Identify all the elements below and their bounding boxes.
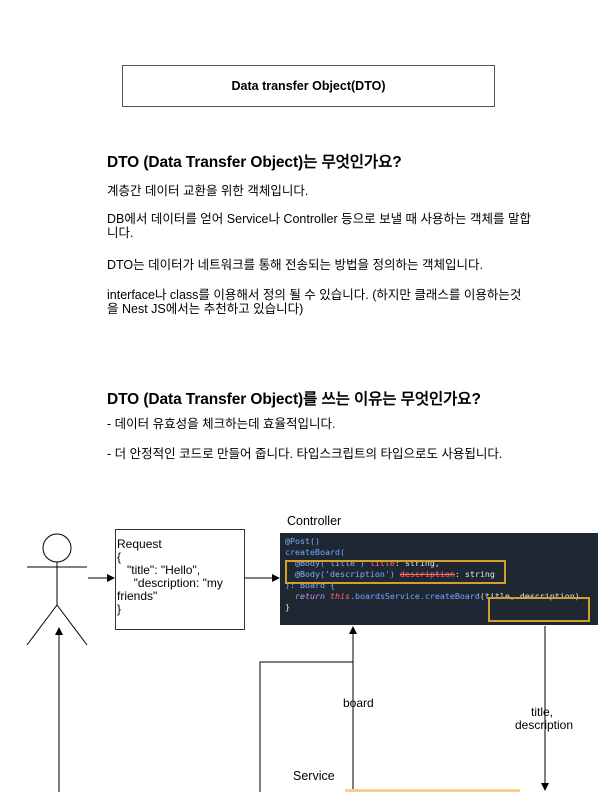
board-label: board [343, 696, 374, 710]
highlight-body-params [285, 560, 506, 584]
request-line-3: "title": "Hello", [117, 563, 201, 577]
code-line-3: @Body('title') title: string, [295, 558, 440, 568]
highlight-call-args [488, 597, 590, 622]
section2-paragraph-2: - 더 안정적인 코드로 만들어 줍니다. 타입스크립트의 타입으로도 사용됩니… [107, 447, 503, 461]
request-line-2: { [117, 550, 122, 564]
request-line-6: } [117, 602, 122, 616]
section1-paragraph-4: interface나 class를 이용해서 정의 될 수 있습니다. (하지만… [107, 288, 522, 316]
request-line-1: Request [117, 537, 162, 551]
document-title: Data transfer Object(DTO) [231, 79, 386, 93]
code-line-6: return this.boardsService.createBoard(ti… [295, 591, 580, 601]
section1-heading: DTO (Data Transfer Object)는 무엇인가요? [107, 154, 402, 171]
code-line-4: @Body('description') description: string [295, 569, 495, 579]
code-line-5: ): Board { [285, 580, 335, 590]
title-description-label-2: description [515, 718, 574, 732]
line-controller-to-user [259, 661, 353, 792]
request-line-5: friends" [117, 589, 158, 603]
user-stick-figure-icon [26, 533, 88, 646]
service-label: Service [293, 769, 335, 783]
code-line-7: } [285, 602, 290, 612]
section1-paragraph-3: DTO는 데이터가 네트워크를 통해 전송되는 방법을 정의하는 객체입니다. [107, 258, 483, 272]
controller-code-block: @Post() createBoard( @Body('title') titl… [280, 533, 598, 625]
section2-heading: DTO (Data Transfer Object)를 쓰는 이유는 무엇인가요… [107, 391, 481, 408]
section1-paragraph-2: DB에서 데이터를 얻어 Service나 Controller 등으로 보낼 … [107, 212, 531, 240]
service-box-top-edge [345, 789, 520, 792]
document-title-box: Data transfer Object(DTO) [122, 65, 495, 107]
title-description-label-1: title, [531, 705, 554, 719]
section1-paragraph-1: 계층간 데이터 교환을 위한 객체입니다. [107, 184, 309, 198]
request-line-4: "description: "my [117, 576, 223, 590]
request-box: Request { "title": "Hello", "description… [115, 529, 245, 630]
controller-label: Controller [287, 514, 342, 528]
code-line-2: createBoard( [285, 547, 345, 557]
section2-paragraph-1: - 데이터 유효성을 체크하는데 효율적입니다. [107, 417, 336, 431]
code-line-1: @Post() [285, 536, 320, 546]
